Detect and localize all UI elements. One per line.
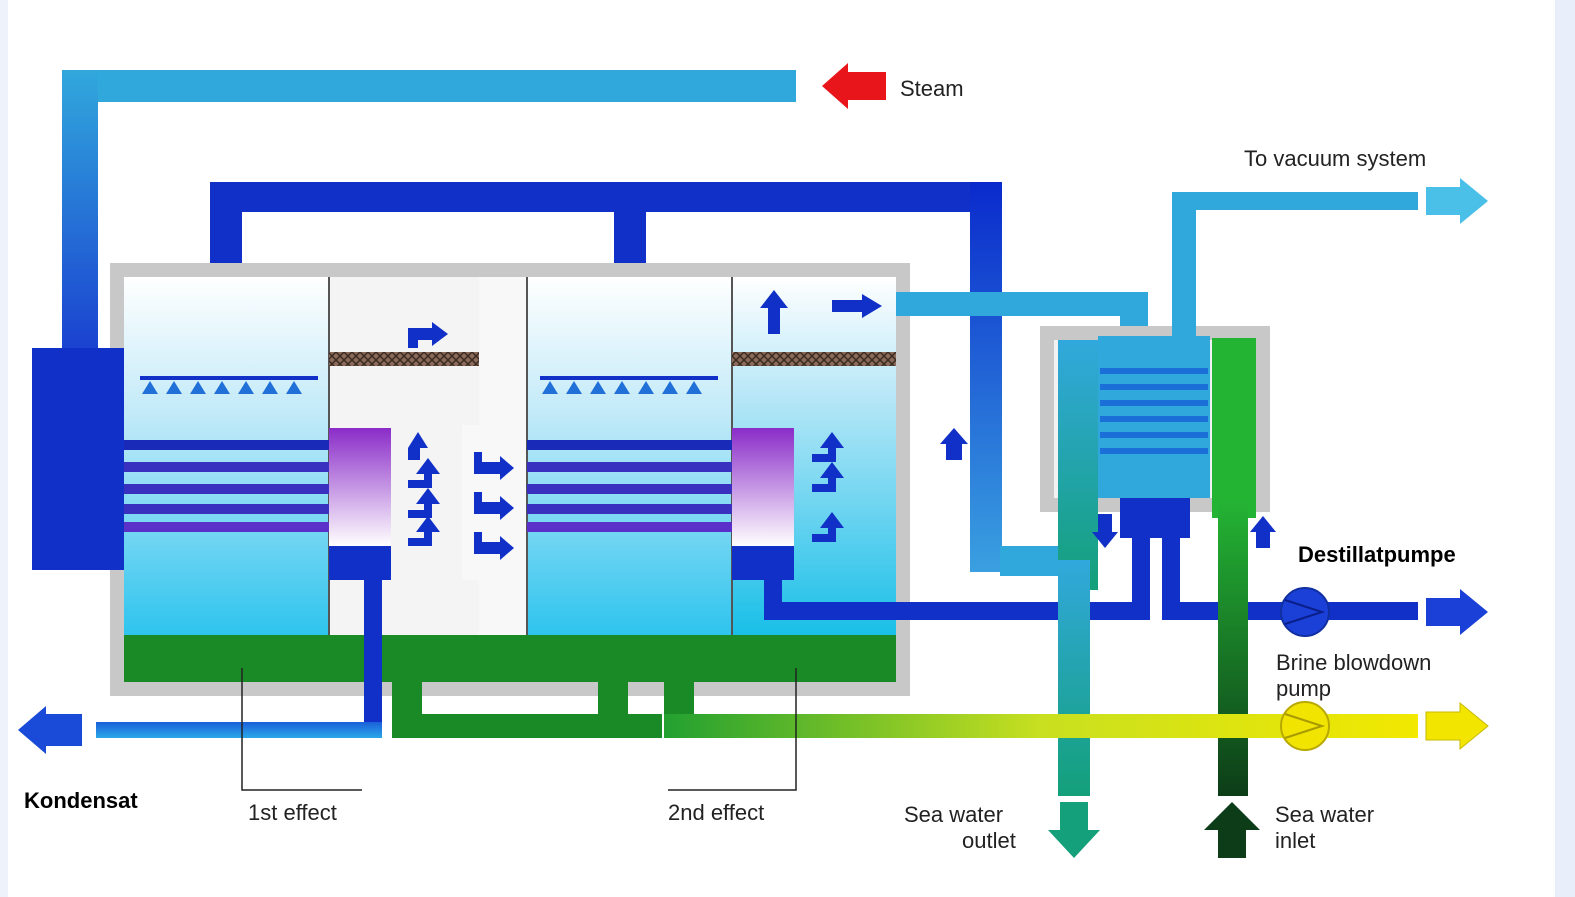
condensate-chamber (329, 428, 391, 546)
sw-outlet-label-2: outlet (962, 828, 1016, 853)
leader-lines (241, 668, 797, 791)
brine-label-1: Brine blowdown (1276, 650, 1431, 675)
first-effect-label: 1st effect (248, 800, 337, 825)
steam-label: Steam (900, 76, 964, 101)
demister-mesh (732, 352, 896, 366)
first-effect-chamber (124, 277, 329, 635)
sw-inlet-label-2: inlet (1275, 828, 1315, 853)
distillate-arrow-icon (1426, 589, 1488, 635)
destillatpumpe-label: Destillatpumpe (1298, 542, 1456, 567)
kondensat-arrow-icon (18, 706, 82, 754)
condensate-chamber (732, 428, 794, 546)
steam-chest (32, 348, 124, 570)
vacuum-label: To vacuum system (1244, 146, 1426, 171)
demister-mesh (329, 352, 479, 366)
sw-inlet-label-1: Sea water (1275, 802, 1374, 827)
brine-pump-icon (1280, 701, 1330, 751)
flow-arrows (1092, 514, 1276, 548)
second-effect-chamber (527, 277, 732, 635)
condensate-line (96, 578, 382, 738)
vapour-to-condenser (896, 292, 1148, 338)
kondensat-label: Kondensat (24, 788, 138, 813)
vacuum-arrow-icon (1426, 178, 1488, 224)
sw-outlet-label-1: Sea water (904, 802, 1003, 827)
brine-label-2: pump (1276, 676, 1331, 701)
sea-water-inlet-line (1204, 500, 1260, 858)
steam-arrow-icon (822, 63, 886, 109)
brine-pump-icon (1284, 713, 1326, 739)
evaporator-vessel (110, 263, 910, 696)
distillate-pump-icon (1284, 599, 1326, 625)
blowdown-arrow-icon (1425, 701, 1489, 751)
vacuum-line (1172, 192, 1418, 338)
steam-line (62, 70, 796, 360)
sea-water-outlet-line (1048, 560, 1100, 858)
tube-bundle (124, 440, 732, 532)
flow-arrows (408, 290, 968, 560)
second-effect-label: 2nd effect (668, 800, 764, 825)
distillate-pump-icon (1280, 587, 1330, 637)
condenser (1040, 326, 1270, 590)
spray-nozzles (140, 376, 718, 394)
brine-pool (124, 635, 896, 682)
